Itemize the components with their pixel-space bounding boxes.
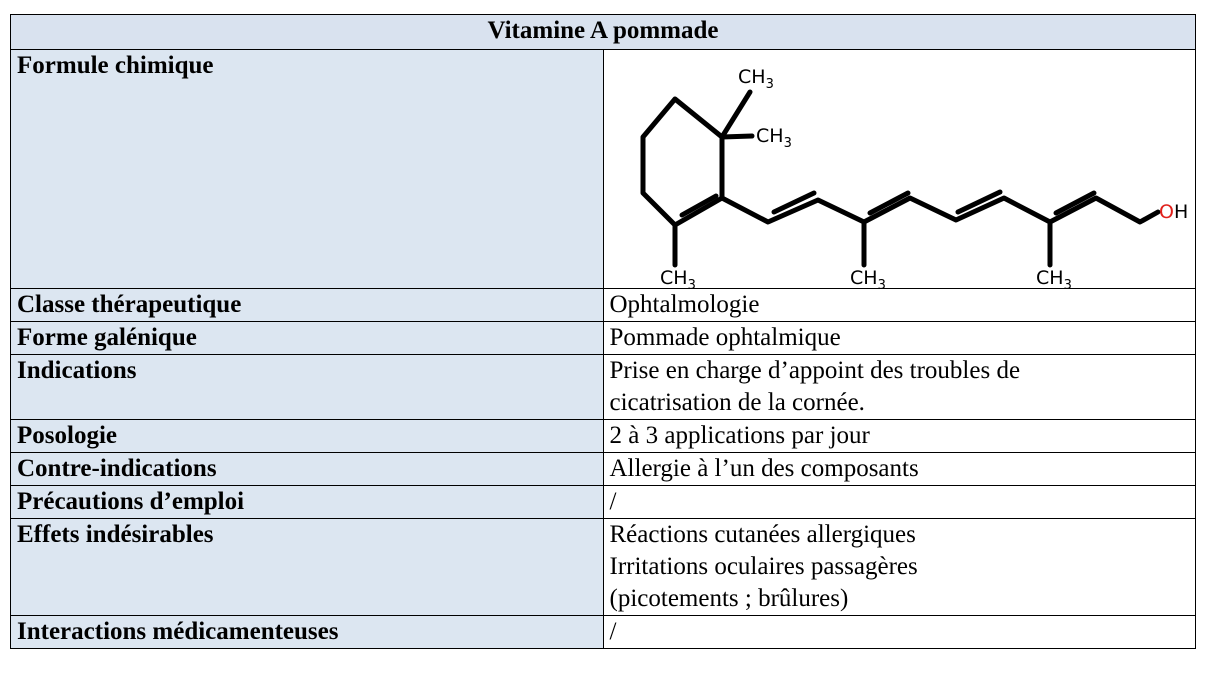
row-value: / <box>602 485 1196 519</box>
row-label: Interactions médicamenteuses <box>10 615 604 649</box>
row-value-line: Ophtalmologie <box>609 291 760 318</box>
hydroxyl-label: OH <box>1159 201 1188 223</box>
row-value: Ophtalmologie <box>602 288 1196 322</box>
row-label: Contre-indications <box>10 452 604 486</box>
row-label: Indications <box>10 354 604 420</box>
chemical-structure-cell: CH3 CH3 CH3 CH3 CH3 OH <box>602 49 1196 289</box>
row-value: Pommade ophtalmique <box>602 321 1196 355</box>
chain-methyl-2-label: CH3 <box>1036 267 1072 288</box>
row-value: Allergie à l’un des composants <box>602 452 1196 486</box>
row-label: Posologie <box>10 419 604 453</box>
retinol-structure-diagram: CH3 CH3 CH3 CH3 CH3 OH <box>640 66 1188 288</box>
row-value: 2 à 3 applications par jour <box>602 419 1196 453</box>
table-row: Précautions d’emploi/ <box>10 485 1196 519</box>
row-value-line: 2 à 3 applications par jour <box>609 422 870 449</box>
row-value-line: cicatrisation de la cornée. <box>609 389 865 416</box>
gem-methyl-2-label: CH3 <box>756 125 792 151</box>
row-value: Prise en charge d’appoint des troubles d… <box>602 354 1196 420</box>
formula-label: Formule chimique <box>10 49 604 289</box>
title-row: Vitamine A pommade <box>10 14 1196 50</box>
row-value-line: / <box>609 488 617 515</box>
row-label: Forme galénique <box>10 321 604 355</box>
row-value-line: Pommade ophtalmique <box>609 324 841 351</box>
row-value-line: (picotements ; brûlures) <box>609 585 849 612</box>
row-label: Effets indésirables <box>10 518 604 616</box>
drug-info-table: Vitamine A pommade Formule chimique <box>10 14 1196 649</box>
ring-methyl-label: CH3 <box>660 267 696 288</box>
table-row: Interactions médicamenteuses/ <box>10 615 1196 649</box>
row-value-line: / <box>609 618 617 645</box>
row-value-line: Allergie à l’un des composants <box>609 455 919 482</box>
chain-methyl-1-label: CH3 <box>850 267 886 288</box>
row-label: Précautions d’emploi <box>10 485 604 519</box>
row-value: / <box>602 615 1196 649</box>
gem-methyl-1-label: CH3 <box>738 66 774 92</box>
row-value-line: Prise en charge d’appoint des troubles d… <box>609 357 1021 384</box>
row-label: Classe thérapeutique <box>10 288 604 322</box>
table-title: Vitamine A pommade <box>10 14 1196 50</box>
row-value-line: Réactions cutanées allergiques <box>609 521 916 548</box>
formula-row: Formule chimique <box>10 49 1196 289</box>
row-value-line: Irritations oculaires passagères <box>609 553 918 580</box>
